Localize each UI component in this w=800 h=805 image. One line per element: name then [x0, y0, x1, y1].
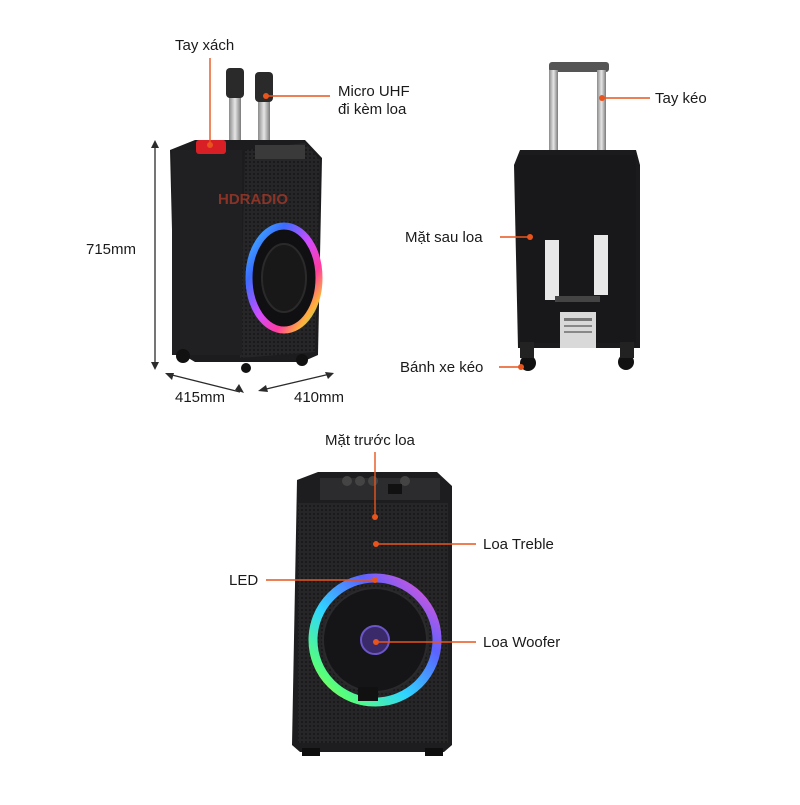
trolley-handle-grip [549, 62, 609, 72]
label-micro-line1: Micro UHF [338, 83, 410, 100]
control-panel [320, 478, 440, 500]
label-tay-keo: Tay kéo [655, 90, 707, 107]
width-dimension-line [167, 373, 241, 393]
label-depth-dim: 410mm [294, 389, 345, 406]
dimension-lines [151, 140, 334, 393]
speaker-back-view [514, 62, 640, 371]
watermark-brand: HDRADIO [218, 191, 288, 208]
depth-dimension-line [261, 373, 331, 391]
label-loa-woofer: Loa Woofer [483, 634, 561, 651]
label-micro-line2: đi kèm loa [338, 101, 407, 118]
label-mat-sau-loa: Mặt sau loa [405, 229, 483, 246]
label-loa-treble: Loa Treble [483, 536, 554, 553]
label-led: LED [229, 572, 259, 589]
rating-plate [560, 312, 596, 348]
label-height-dim: 715mm [86, 241, 137, 258]
speaker-front-view [292, 472, 452, 756]
label-width-dim: 415mm [175, 389, 226, 406]
label-tay-xach: Tay xách [175, 37, 235, 54]
speaker-side-view [170, 68, 323, 373]
label-banh-xe-keo: Bánh xe kéo [400, 359, 484, 376]
label-mat-truoc-loa: Mặt trước loa [325, 432, 415, 449]
callout-leaders [207, 58, 650, 645]
